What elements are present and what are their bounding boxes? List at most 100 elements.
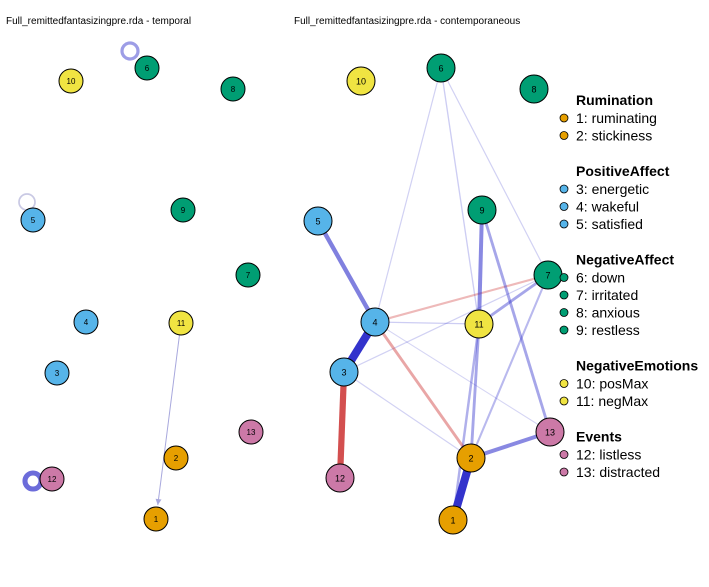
legend-title-PositiveAffect: PositiveAffect [576,163,670,179]
legend-item-Events-1: 13: distracted [576,464,660,480]
legend-swatch-Rumination-1 [559,131,569,140]
legend-item-NegativeAffect-1: 7: irritated [576,287,638,303]
temporal-node-label-6: 6 [145,64,150,73]
temporal-node-label-9: 9 [181,206,186,215]
legend-item-NegativeEmotions-0: 10: posMax [576,376,648,392]
contemporaneous-node-12 [325,463,355,493]
contemporaneous-node-label-7: 7 [545,271,550,281]
contemporaneous-edge-3-2 [343,371,472,459]
temporal-node-9 [170,197,196,223]
legend-swatch-PositiveAffect-2 [559,219,569,229]
temporal-node-6 [134,55,160,81]
contemporaneous-node-label-12: 12 [335,474,345,484]
contemporaneous-edge-4-13 [374,321,551,433]
legend-item-NegativeAffect-2: 8: anxious [576,305,640,321]
contemporaneous-node-3 [329,357,359,387]
legend-item-NegativeAffect-3: 9: restless [576,322,640,338]
legend-swatch-Events-1 [559,467,569,477]
contemporaneous-edge-6-11 [440,67,480,325]
legend-swatch-NegativeAffect-0 [559,273,569,282]
legend-swatch-PositiveAffect-0 [559,184,569,194]
temporal-panel-title: Full_remittedfantasizingpre.rda - tempor… [6,16,191,27]
legend-swatch-NegativeAffect-3 [559,325,569,335]
legend-title-Events: Events [576,429,622,445]
temporal-edge-arrowhead-11-1 [155,498,162,506]
temporal-node-label-3: 3 [55,369,60,378]
legend-item-Rumination-1: 2: stickiness [576,128,652,144]
legend-title-NegativeAffect: NegativeAffect [576,252,674,268]
temporal-node-4 [73,309,99,335]
legend-swatch-NegativeEmotions-1 [559,396,569,406]
temporal-node-label-12: 12 [48,475,57,484]
contemporaneous-edge-3-7 [343,274,549,373]
temporal-self-loop-12 [22,470,44,492]
temporal-node-10 [58,68,84,94]
legend-swatch-PositiveAffect-1 [559,202,569,211]
contemporaneous-node-1 [438,505,468,535]
temporal-node-label-10: 10 [67,77,76,86]
contemporaneous-node-label-2: 2 [468,454,473,464]
temporal-node-5 [20,207,46,233]
legend-title-Rumination: Rumination [576,92,653,108]
contemporaneous-node-label-3: 3 [341,368,346,378]
contemporaneous-node-10 [346,66,376,96]
contemporaneous-edge-9-13 [480,209,552,433]
contemporaneous-edge-6-7 [440,67,549,276]
contemporaneous-edge-3-12 [336,371,348,479]
temporal-node-11 [168,310,194,336]
temporal-edges [18,41,180,506]
contemporaneous-edge-4-11 [374,321,480,325]
contemporaneous-node-label-4: 4 [372,318,377,328]
temporal-node-label-7: 7 [246,271,251,280]
contemporaneous-node-label-6: 6 [438,64,443,74]
contemporaneous-node-13 [535,417,565,447]
temporal-node-label-8: 8 [231,85,236,94]
contemporaneous-node-5 [303,206,333,236]
contemporaneous-edge-2-7 [470,274,549,459]
temporal-node-13 [238,419,264,445]
temporal-node-1 [143,506,169,532]
contemporaneous-node-label-11: 11 [474,320,483,330]
legend-swatch-NegativeAffect-2 [559,308,569,317]
legend-item-Events-0: 12: listless [576,447,641,463]
contemporaneous-node-label-10: 10 [356,77,366,87]
temporal-node-label-2: 2 [174,454,179,463]
temporal-node-12 [39,466,65,492]
temporal-node-label-11: 11 [177,319,186,328]
legend-swatch-NegativeAffect-1 [559,290,569,300]
legend-swatch-Rumination-0 [559,113,569,123]
legend-swatch-NegativeEmotions-0 [559,379,569,388]
temporal-node-2 [163,445,189,471]
temporal-node-label-4: 4 [84,318,89,327]
contemporaneous-node-6 [426,53,456,83]
contemporaneous-edges [316,67,552,522]
legend-item-NegativeAffect-0: 6: down [576,270,625,286]
temporal-node-3 [44,360,70,386]
contemporaneous-edge-4-7 [374,273,549,324]
temporal-node-label-13: 13 [247,428,256,437]
temporal-node-label-5: 5 [31,216,36,225]
temporal-self-loop-6 [120,41,140,61]
temporal-edge-11-1 [157,334,180,506]
contemporaneous-node-11 [464,309,494,339]
contemporaneous-edge-6-4 [374,67,442,323]
contemporaneous-node-label-13: 13 [545,428,555,438]
legend-item-PositiveAffect-0: 3: energetic [576,181,649,197]
contemporaneous-node-4 [360,307,390,337]
contemporaneous-edge-4-5 [316,219,377,324]
contemporaneous-panel-title: Full_remittedfantasizingpre.rda - contem… [294,16,520,27]
contemporaneous-node-2 [456,443,486,473]
legend-item-PositiveAffect-1: 4: wakeful [576,199,639,215]
legend-item-PositiveAffect-2: 5: satisfied [576,216,643,232]
temporal-node-8 [220,76,246,102]
legend-swatch-Events-0 [559,450,569,459]
contemporaneous-node-8 [519,74,549,104]
temporal-node-label-1: 1 [154,515,159,524]
contemporaneous-node-label-8: 8 [531,85,536,95]
legend-item-NegativeEmotions-1: 11: negMax [576,393,648,409]
contemporaneous-edge-2-4 [373,321,473,459]
contemporaneous-node-9 [467,195,497,225]
